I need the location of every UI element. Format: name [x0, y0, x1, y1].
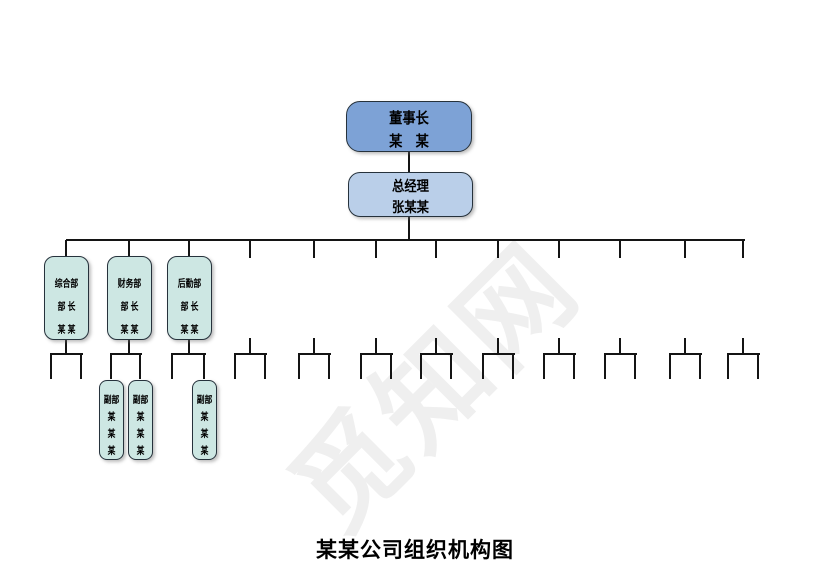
connector-line — [684, 240, 686, 258]
connector-line — [203, 354, 205, 379]
chairman-box: 董事长 某 某 — [346, 101, 472, 152]
connector-line — [634, 354, 636, 379]
department-role: 部 长 — [180, 302, 199, 313]
deputy-line: 某 — [107, 412, 116, 423]
connector-line — [110, 353, 142, 355]
deputy-line: 某 — [136, 429, 145, 440]
connector-line — [188, 240, 190, 258]
connector-line — [375, 338, 377, 355]
connector-line — [328, 354, 330, 379]
connector-line — [482, 353, 515, 355]
connector-line — [619, 240, 621, 258]
connector-line — [669, 353, 702, 355]
deputy-line: 副部 — [103, 395, 120, 406]
connector-line — [298, 354, 300, 379]
connector-line — [482, 354, 484, 379]
connector-line — [727, 354, 729, 379]
connector-line — [604, 354, 606, 379]
connector-line — [171, 354, 173, 379]
deputy-line: 某 — [200, 412, 209, 423]
connector-line — [408, 152, 410, 172]
connector-line — [171, 353, 206, 355]
connector-line — [497, 338, 499, 355]
connector-line — [727, 353, 760, 355]
department-box-houqinbu: 后勤部 部 长 某 某 — [167, 256, 212, 340]
connector-line — [110, 354, 112, 379]
connector-line — [558, 240, 560, 258]
deputy-line: 某 — [200, 429, 209, 440]
connector-line — [360, 354, 362, 379]
deputy-line: 某 — [107, 429, 116, 440]
connector-line — [512, 354, 514, 379]
connector-line — [234, 353, 267, 355]
department-name: 后勤部 — [177, 279, 202, 290]
department-box-zonghebu: 综合部 部 长 某 某 — [44, 256, 89, 340]
connector-line — [497, 240, 499, 258]
connector-line — [573, 354, 575, 379]
general-manager-title: 总经理 — [392, 178, 429, 194]
connector-line — [742, 240, 744, 258]
connector-line — [543, 354, 545, 379]
connector-line — [128, 340, 130, 355]
connector-line — [66, 239, 745, 241]
department-name: 综合部 — [54, 279, 79, 290]
connector-line — [188, 340, 190, 355]
connector-line — [249, 338, 251, 355]
connector-line — [619, 338, 621, 355]
connector-line — [420, 353, 453, 355]
department-role: 部 长 — [57, 302, 76, 313]
watermark-text: 觅知网 — [269, 221, 603, 555]
connector-line — [435, 240, 437, 258]
connector-line — [669, 354, 671, 379]
deputy-line: 副部 — [132, 395, 149, 406]
connector-line — [264, 354, 266, 379]
department-role: 部 长 — [120, 302, 139, 313]
general-manager-name: 张某某 — [392, 199, 429, 215]
connector-line — [390, 354, 392, 379]
deputy-line: 某 — [136, 412, 145, 423]
connector-line — [757, 354, 759, 379]
connector-line — [50, 353, 83, 355]
connector-line — [313, 240, 315, 258]
chart-title: 某某公司组织机构图 — [316, 539, 514, 562]
department-person: 某 某 — [57, 325, 76, 336]
connector-line — [139, 354, 141, 379]
general-manager-box: 总经理 张某某 — [348, 172, 473, 217]
connector-line — [742, 338, 744, 355]
deputy-line: 副部 — [196, 395, 213, 406]
connector-line — [420, 354, 422, 379]
connector-line — [65, 340, 67, 355]
deputy-line: 某 — [200, 446, 209, 457]
connector-line — [604, 353, 637, 355]
chairman-title: 董事长 — [389, 110, 429, 127]
deputy-box-3: 副部 某 某 某 — [192, 380, 217, 460]
department-box-caiwubu: 财务部 部 长 某 某 — [107, 256, 152, 340]
department-name: 财务部 — [117, 279, 142, 290]
connector-line — [80, 354, 82, 379]
connector-line — [543, 353, 576, 355]
connector-line — [435, 338, 437, 355]
connector-line — [298, 353, 331, 355]
deputy-box-1: 副部 某 某 某 — [99, 380, 124, 460]
connector-line — [408, 217, 410, 241]
connector-line — [234, 354, 236, 379]
chairman-name: 某 某 — [389, 133, 429, 150]
connector-line — [558, 338, 560, 355]
connector-line — [313, 338, 315, 355]
connector-line — [65, 240, 67, 258]
deputy-line: 某 — [136, 446, 145, 457]
connector-line — [375, 240, 377, 258]
connector-line — [50, 354, 52, 379]
connector-line — [249, 240, 251, 258]
department-person: 某 某 — [120, 325, 139, 336]
deputy-box-2: 副部 某 某 某 — [128, 380, 153, 460]
connector-line — [128, 240, 130, 258]
connector-line — [699, 354, 701, 379]
department-person: 某 某 — [180, 325, 199, 336]
connector-line — [360, 353, 393, 355]
connector-line — [450, 354, 452, 379]
connector-line — [684, 338, 686, 355]
deputy-line: 某 — [107, 446, 116, 457]
